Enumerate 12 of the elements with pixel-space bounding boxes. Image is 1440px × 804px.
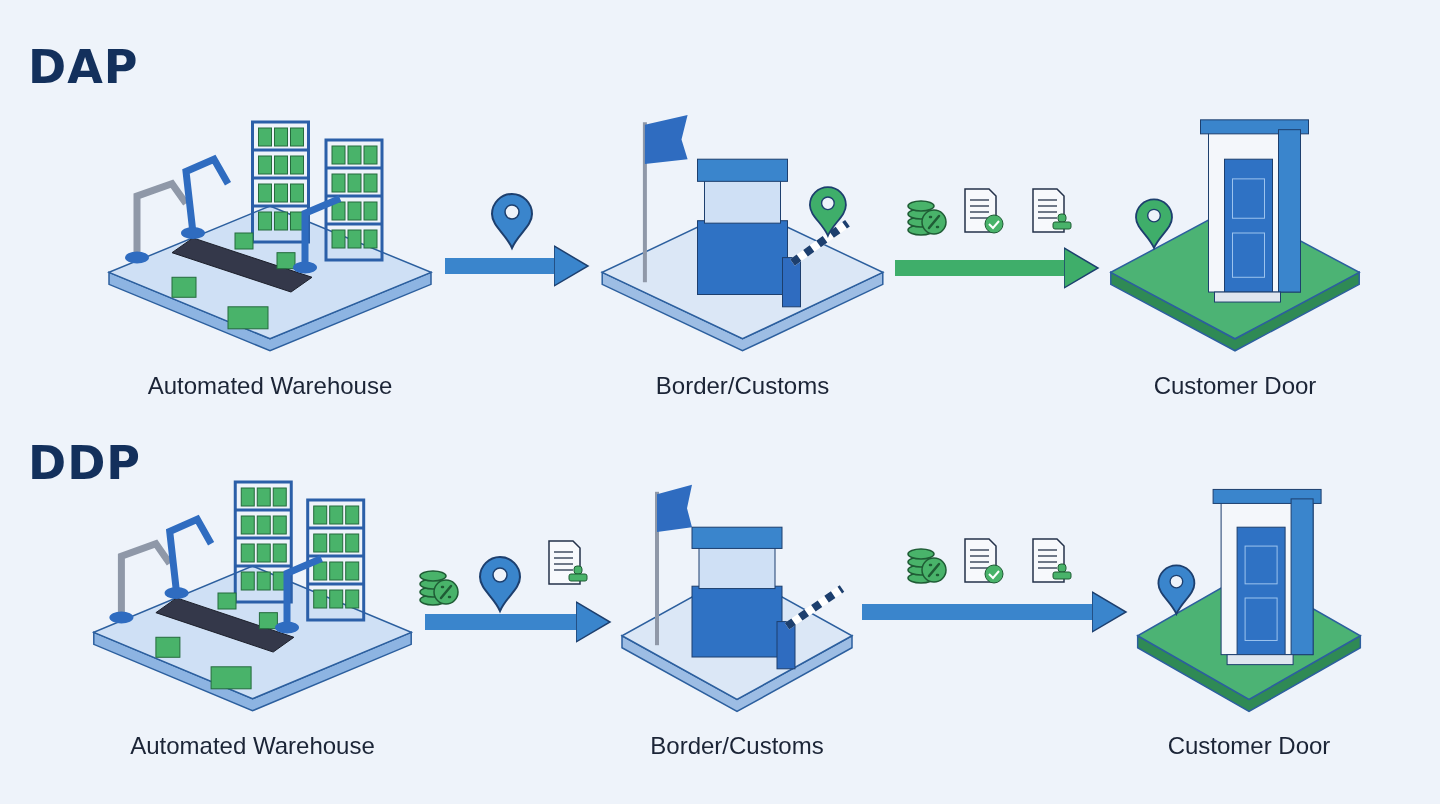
arrow — [425, 601, 611, 643]
section-heading: DDP — [28, 436, 142, 490]
node-caption: Customer Door — [1166, 732, 1332, 760]
section-heading: DAP — [28, 40, 139, 94]
node-caption: Automated Warehouse — [146, 372, 394, 400]
arrow — [895, 247, 1099, 289]
node-caption: Border/Customs — [654, 372, 831, 400]
node-caption: Border/Customs — [649, 732, 825, 760]
arrow — [862, 591, 1127, 633]
node-caption: Automated Warehouse — [129, 732, 376, 760]
arrow — [445, 245, 589, 287]
node-caption: Customer Door — [1152, 372, 1318, 400]
